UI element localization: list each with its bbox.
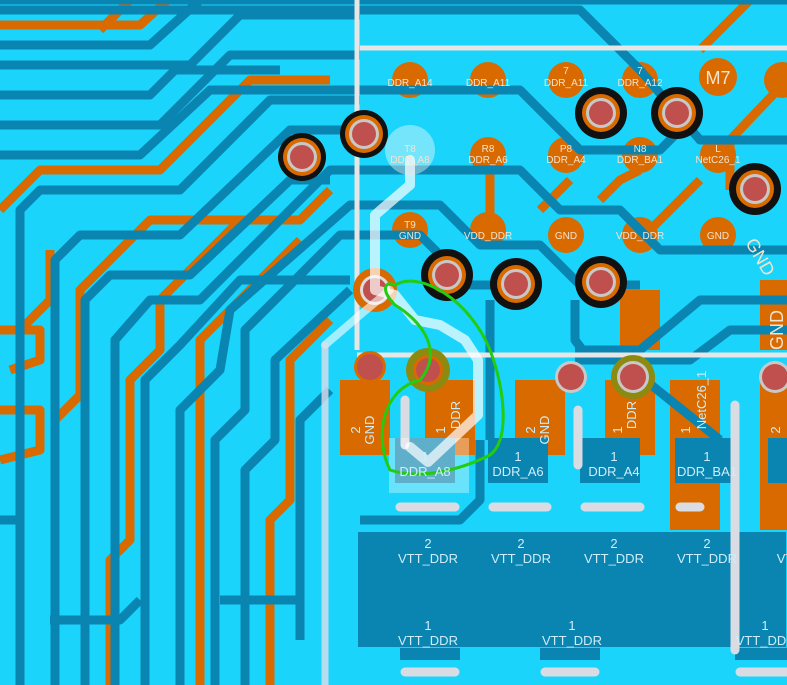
pad-pin: 1 (761, 618, 768, 633)
cap-pin: 1 (678, 426, 693, 433)
pad-pin: 1 (568, 618, 575, 633)
cap-net: GND (537, 416, 552, 445)
via[interactable] (611, 355, 655, 399)
cap-net: DDR (624, 401, 639, 429)
cap-net: GND (362, 416, 377, 445)
cap-pin: 2 (348, 426, 363, 433)
pad-pin: 1 (424, 618, 431, 633)
drc-marker[interactable] (380, 279, 505, 476)
pad-pin: 2 (703, 536, 710, 551)
pad-net: DDR_BA1 (677, 464, 737, 479)
ball-label: GND (399, 231, 421, 242)
ball-label: DDR_BA1 (617, 155, 664, 166)
cap-pin: 2 (768, 426, 783, 433)
ball-label: T8 (404, 144, 416, 155)
pad-net: DDR_A4 (588, 464, 639, 479)
via[interactable] (651, 87, 703, 139)
pad-net: DDR_A8 (399, 464, 450, 479)
ball-label: DDR_A8 (390, 155, 430, 166)
resistor-pad-labels: 1 DDR_A8 1 DDR_A6 1 DDR_A4 1 DDR_BA1 (399, 449, 737, 479)
ball-label: GND (707, 231, 729, 242)
ball-label: DDR_A11 (544, 78, 589, 89)
via[interactable] (555, 361, 587, 393)
ball-label: R8 (482, 144, 495, 155)
pad-net: VT (777, 551, 787, 566)
cap-net: NetC26_1 (694, 371, 709, 430)
cap-pin: 1 (433, 426, 448, 433)
pad-net: VTT_DDR (398, 551, 458, 566)
ball-label: N8 (634, 144, 647, 155)
cap-pin: 1 (610, 426, 625, 433)
pad-pin: 1 (703, 449, 710, 464)
top-layer-pads (358, 438, 787, 660)
silkscreen-bars (395, 395, 787, 677)
via[interactable] (759, 361, 787, 393)
ball-label: P8 (560, 144, 573, 155)
pad-pin: 1 (421, 449, 428, 464)
pad-pin: 2 (610, 536, 617, 551)
pad-net: VTT_DDR (677, 551, 737, 566)
ball-label: DDR_A6 (468, 155, 508, 166)
pad-net: VTT_DDR (491, 551, 551, 566)
ball-label: VDD_DDR (616, 231, 664, 242)
ball-label: 7 (637, 66, 643, 77)
ball-label: DDR_A14 (387, 78, 432, 89)
pad-net: VTT_DDR (398, 633, 458, 648)
vtt-pad-labels: 2 VTT_DDR 2 VTT_DDR 2 VTT_DDR 2 VTT_DDR … (398, 536, 787, 648)
selected-trace[interactable] (321, 125, 483, 685)
via[interactable] (575, 87, 627, 139)
vias (278, 87, 787, 399)
pad-net: VTT_DDR (542, 633, 602, 648)
via[interactable] (490, 258, 542, 310)
ball-label: M7 (705, 68, 730, 88)
pad-net: VTT_DDF (736, 633, 787, 648)
pad-pin: 1 (610, 449, 617, 464)
pad-net: DDR_A6 (492, 464, 543, 479)
via[interactable] (729, 163, 781, 215)
cap-pin: 2 (523, 426, 538, 433)
via[interactable] (278, 133, 326, 181)
pad-pin: 1 (514, 449, 521, 464)
ball-labels: DDR_A14 DDR_A11 7 DDR_A11 7 DDR_A12 M7 T… (387, 66, 740, 242)
ball-label: VDD_DDR (464, 231, 512, 242)
ball-label: GND (555, 231, 577, 242)
gnd-label: GND (767, 310, 787, 350)
pad-pin: 2 (517, 536, 524, 551)
ball-label: NetC26_1 (695, 155, 740, 166)
gnd-label: GND (742, 235, 779, 280)
ball-label: 7 (563, 66, 569, 77)
via[interactable] (340, 110, 388, 158)
ball-label: DDR_A11 (466, 78, 511, 89)
ball-label: DDR_A4 (546, 155, 586, 166)
ball-label: DDR_A12 (617, 78, 662, 89)
via[interactable] (354, 351, 386, 383)
via[interactable] (575, 256, 627, 308)
pad-pin: 2 (424, 536, 431, 551)
ball-label: T9 (404, 220, 416, 231)
pad-net: VTT_DDR (584, 551, 644, 566)
cap-net: DDR (448, 401, 463, 429)
ball-label: L (715, 144, 721, 155)
